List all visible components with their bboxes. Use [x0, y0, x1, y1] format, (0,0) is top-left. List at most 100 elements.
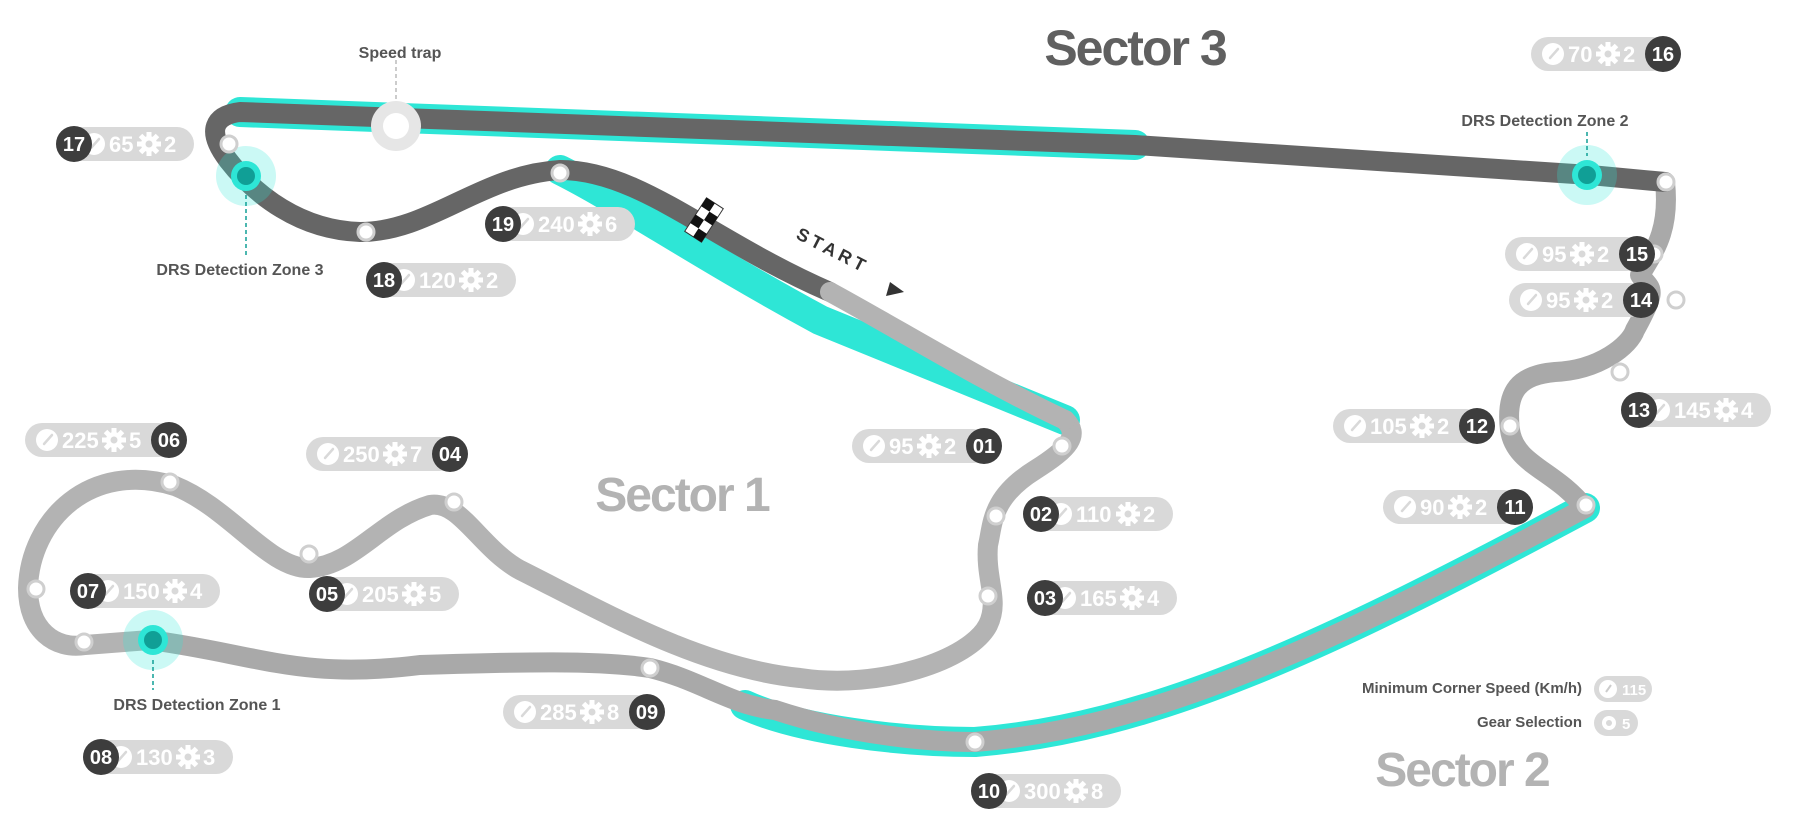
- corner-apex-dot: [74, 632, 94, 652]
- gear-icon: [1064, 779, 1088, 803]
- corner-number-badge: [1027, 580, 1063, 616]
- corner-apex-dot: [1576, 495, 1596, 515]
- gear-icon: [1596, 42, 1620, 66]
- corner-number-badge: [1621, 392, 1657, 428]
- gear-icon: [102, 428, 126, 452]
- gear-icon: [176, 745, 200, 769]
- corner-number: 09: [636, 702, 658, 724]
- corner-gear: 2: [1623, 42, 1635, 67]
- corner-number: 12: [1466, 416, 1488, 438]
- corner-pill: [503, 695, 653, 729]
- legend-speed-label: Minimum Corner Speed (Km/h): [1362, 680, 1582, 697]
- gear-tooth: [1419, 432, 1425, 438]
- corner-number: 05: [316, 584, 338, 606]
- gear-icon: [1120, 586, 1144, 610]
- corner-gear: 8: [1091, 779, 1103, 804]
- corner-number: 18: [373, 270, 395, 292]
- corner-speed: 130: [136, 745, 173, 770]
- speedometer-needle: [323, 447, 335, 460]
- speedometer-needle: [103, 584, 115, 597]
- gear-hub: [410, 590, 418, 598]
- gear-tooth: [1125, 520, 1131, 526]
- corner-pill: [1333, 409, 1483, 443]
- legend-speed-value: 115: [1622, 682, 1646, 699]
- gear-icon: [1448, 495, 1472, 519]
- corner-number-badge: [1645, 36, 1681, 72]
- gear-tooth: [1583, 306, 1589, 312]
- corner-gear: 2: [1601, 288, 1613, 313]
- corner-apex-dot: [356, 222, 376, 242]
- gear-tooth: [1457, 513, 1463, 519]
- gear-tooth: [589, 718, 595, 724]
- gear-hub: [1604, 50, 1612, 58]
- gear-tooth: [926, 434, 932, 440]
- corner-gear: 4: [190, 579, 203, 604]
- speedometer-needle: [869, 439, 881, 452]
- drs-zone-2-label: DRS Detection Zone 2: [1461, 113, 1628, 130]
- corner-number: 17: [63, 134, 85, 156]
- speedometer-needle: [1056, 507, 1068, 520]
- gear-icon: [1570, 242, 1594, 266]
- gear-tooth: [411, 582, 417, 588]
- corner-gear: 5: [129, 428, 141, 453]
- gear-icon: [1116, 502, 1140, 526]
- gear-icon: [578, 212, 602, 236]
- corner-number: 03: [1034, 588, 1056, 610]
- corner-apex-dot: [986, 506, 1006, 526]
- gear-tooth: [468, 286, 474, 292]
- corner-apex-dot: [26, 579, 46, 599]
- corner-number: 02: [1030, 504, 1052, 526]
- speed-trap-marker: Speed trap: [359, 45, 442, 151]
- gear-tooth: [1605, 42, 1611, 48]
- speedometer-needle: [1522, 247, 1534, 260]
- corner-number: 08: [90, 747, 112, 769]
- sector-1-label: Sector 1: [595, 469, 770, 522]
- corner-number-badge: [1619, 236, 1655, 272]
- corner-apex-dot: [299, 544, 319, 564]
- gear-tooth: [392, 442, 398, 448]
- gear-tooth: [146, 132, 152, 138]
- drs-zone-1-label: DRS Detection Zone 1: [113, 697, 280, 714]
- corner-speed: 120: [419, 268, 456, 293]
- gear-icon: [580, 700, 604, 724]
- corner-number-badge: [1497, 489, 1533, 525]
- corner-number-badge: [1623, 282, 1659, 318]
- corner-number-badge: [309, 576, 345, 612]
- gear-tooth: [411, 600, 417, 606]
- track-sector-3: [205, 102, 1675, 302]
- gear-icon: [1714, 398, 1738, 422]
- corner-apex-dot: [1500, 416, 1520, 436]
- corner-apex-dot: [1052, 436, 1072, 456]
- gear-tooth: [1125, 502, 1131, 508]
- corner-number: 10: [978, 781, 1000, 803]
- gear-tooth: [185, 763, 191, 769]
- corner-apex-dot: [219, 134, 239, 154]
- corner-number-badge: [971, 773, 1007, 809]
- corner-speed: 95: [889, 434, 913, 459]
- gear-tooth: [1723, 398, 1729, 404]
- corner-gear: 4: [1741, 398, 1754, 423]
- corner-speed: 95: [1542, 242, 1566, 267]
- gear-tooth: [1129, 604, 1135, 610]
- corner-apex-dot: [550, 163, 570, 183]
- corner-speed: 90: [1420, 495, 1444, 520]
- corner-speed: 110: [1076, 502, 1112, 527]
- corner-apex-dot: [1666, 290, 1686, 310]
- corner-gear: 2: [1143, 502, 1155, 527]
- speedometer-needle: [1004, 784, 1016, 797]
- drs-detection-2: DRS Detection Zone 2: [1461, 113, 1629, 205]
- corner-number-badge: [432, 436, 468, 472]
- gear-tooth: [185, 745, 191, 751]
- corner-number: 13: [1628, 400, 1650, 422]
- sector-3-label: Sector 3: [1044, 20, 1226, 76]
- corner-gear: 2: [1597, 242, 1609, 267]
